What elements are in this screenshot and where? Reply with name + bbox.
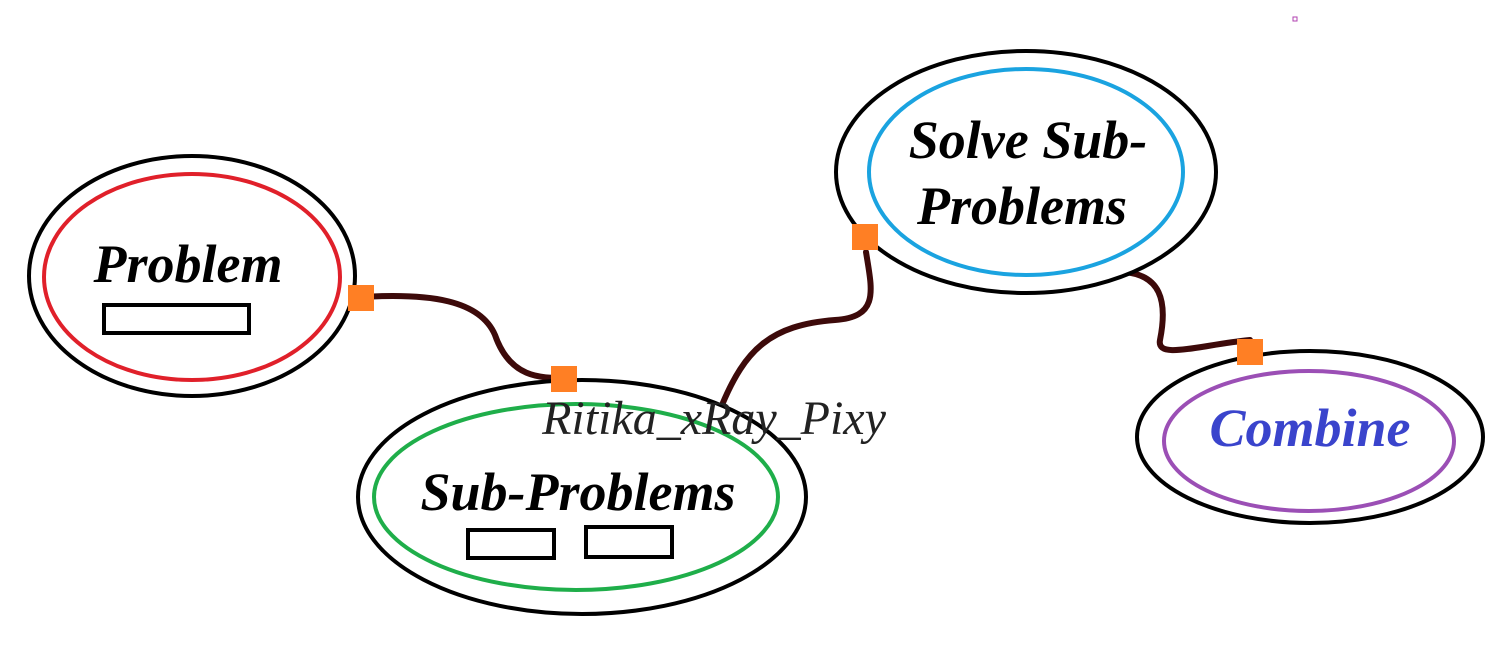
decor-dot bbox=[1292, 16, 1298, 22]
port-solve-in[interactable] bbox=[852, 224, 878, 250]
node-problem-slot bbox=[102, 303, 251, 335]
node-sub-problems-label: Sub-Problems bbox=[420, 462, 735, 522]
node-solve-inner-ring bbox=[867, 67, 1185, 277]
node-problem-inner-ring bbox=[42, 172, 342, 382]
node-problem-outer-ring bbox=[27, 154, 357, 398]
connector-solve-to-combine bbox=[1121, 269, 1253, 354]
watermark-text: Ritika_xRay_Pixy bbox=[541, 392, 887, 445]
node-sub-problems[interactable]: Sub-Problems bbox=[356, 378, 808, 616]
node-sub-problems-slot-1 bbox=[466, 528, 556, 560]
node-solve-sub-problems[interactable]: Solve Sub- Problems bbox=[834, 49, 1218, 295]
connector-subproblems-to-solve bbox=[719, 249, 874, 408]
port-problem-out[interactable] bbox=[348, 285, 374, 311]
connector-problem-to-subproblems bbox=[359, 292, 568, 381]
node-solve-label-line2: Problems bbox=[916, 176, 1127, 236]
node-combine-outer-ring bbox=[1135, 349, 1485, 525]
node-sub-problems-slot-2 bbox=[584, 525, 674, 559]
node-problem[interactable]: Problem bbox=[27, 154, 357, 398]
node-solve-label-line1: Solve Sub- bbox=[909, 110, 1148, 170]
node-combine[interactable]: Combine bbox=[1135, 349, 1485, 525]
node-combine-label: Combine bbox=[1209, 398, 1410, 458]
port-subproblems-in[interactable] bbox=[551, 366, 577, 392]
node-sub-problems-inner-ring bbox=[372, 402, 780, 592]
node-solve-outer-ring bbox=[834, 49, 1218, 295]
node-problem-label: Problem bbox=[93, 234, 283, 294]
port-combine-in[interactable] bbox=[1237, 339, 1263, 365]
node-combine-inner-ring bbox=[1162, 369, 1456, 513]
